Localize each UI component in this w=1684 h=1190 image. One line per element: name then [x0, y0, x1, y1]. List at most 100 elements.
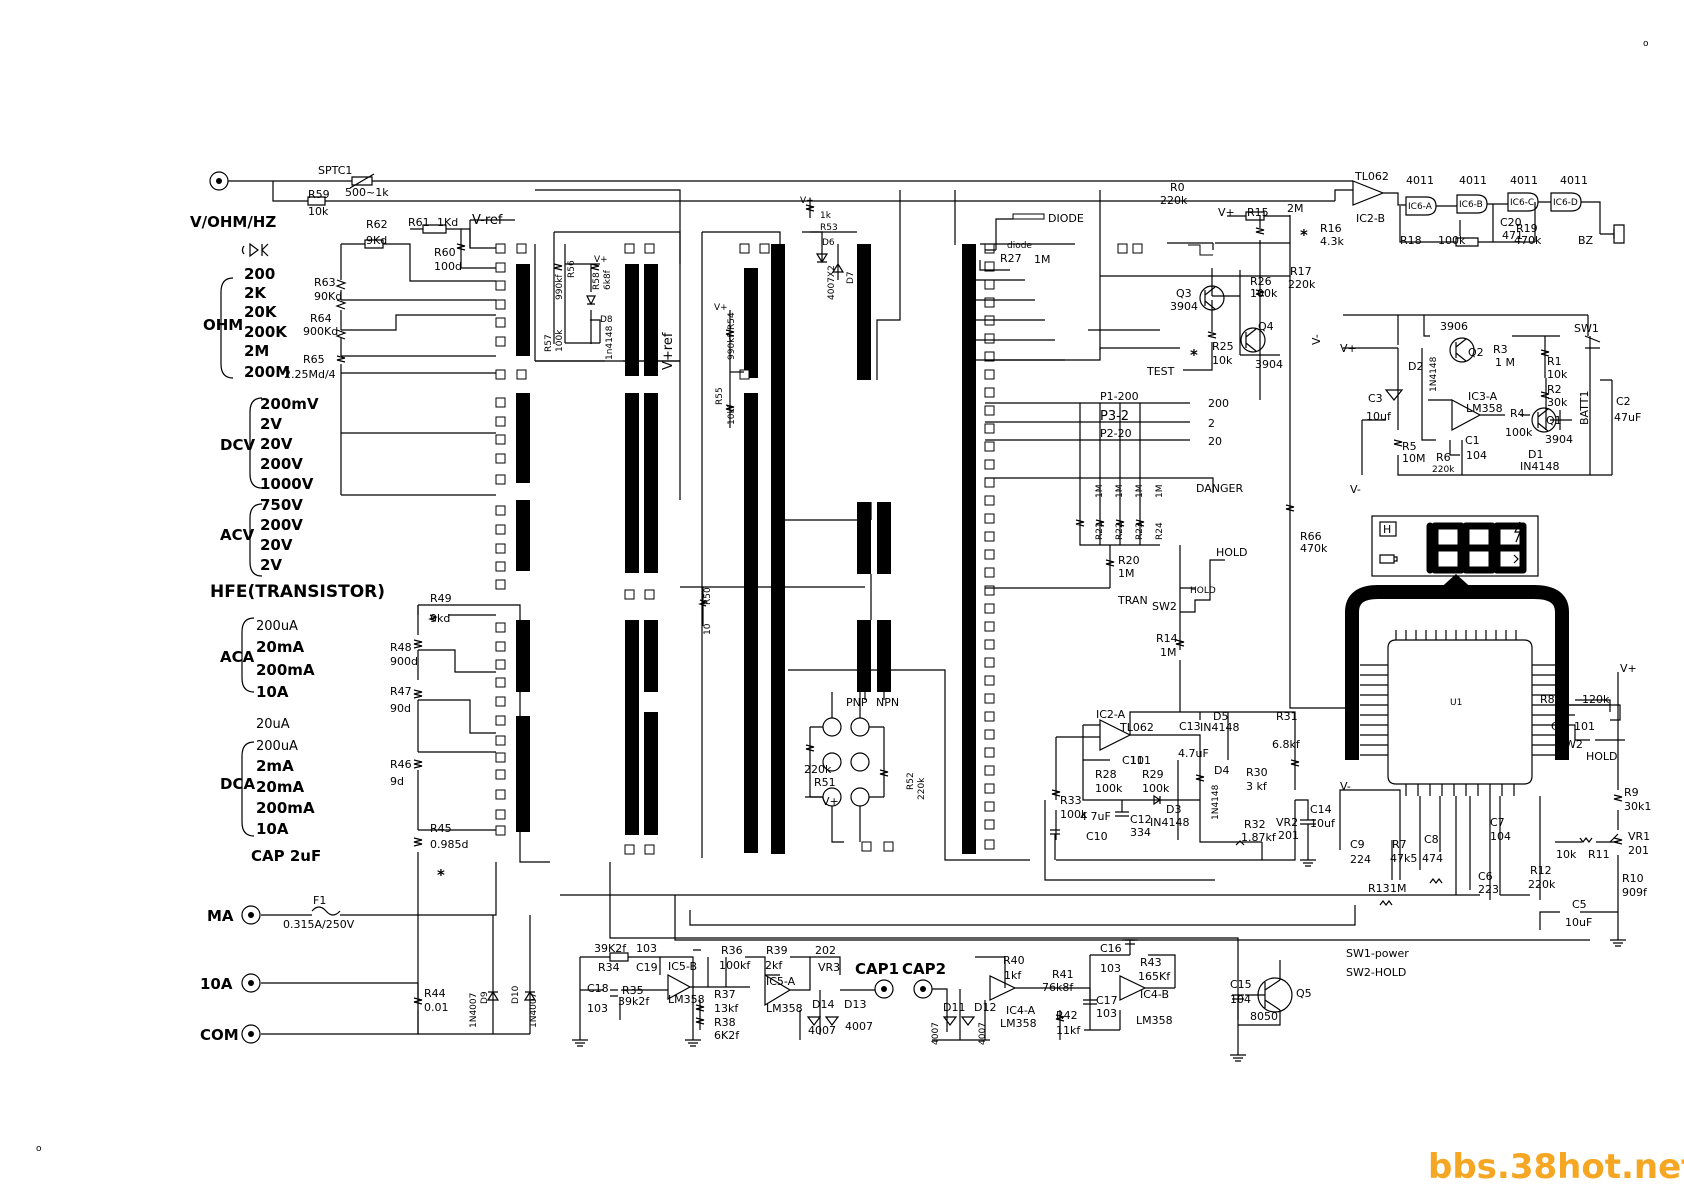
switch-pad — [624, 589, 635, 600]
svg-text:220k: 220k — [917, 777, 927, 800]
switch-pad — [984, 261, 995, 272]
svg-text:R2: R2 — [1547, 383, 1562, 396]
svg-text:4007: 4007 — [845, 1020, 873, 1033]
svg-text:H: H — [1383, 523, 1391, 536]
svg-text:C18: C18 — [587, 982, 609, 995]
svg-text:500~1k: 500~1k — [345, 186, 389, 199]
switch-pad — [495, 280, 506, 291]
svg-text:DIODE: DIODE — [1048, 212, 1084, 225]
switch-pad — [495, 752, 506, 763]
svg-text:C16: C16 — [1100, 942, 1122, 955]
switch-pad — [984, 657, 995, 668]
svg-text:R26: R26 — [1250, 275, 1272, 288]
svg-text:103: 103 — [1096, 1007, 1117, 1020]
svg-text:IC5-B: IC5-B — [668, 960, 697, 973]
svg-text:4011: 4011 — [1560, 174, 1588, 187]
terminal-cap1[interactable] — [874, 979, 894, 999]
switch-pad — [495, 809, 506, 820]
svg-text:6K2f: 6K2f — [714, 1029, 740, 1042]
svg-text:4 7uF: 4 7uF — [1080, 810, 1111, 823]
svg-text:2.25Md/4: 2.25Md/4 — [284, 368, 336, 381]
ohm-range-group: OHM 200 2K 20K 200K 2M 200M — [203, 265, 290, 381]
svg-text:202: 202 — [815, 944, 836, 957]
svg-text:V+: V+ — [822, 795, 839, 808]
svg-text:D4: D4 — [1214, 764, 1229, 777]
svg-text:103: 103 — [587, 1002, 608, 1015]
svg-text:C14: C14 — [1310, 803, 1332, 816]
svg-text:3904: 3904 — [1255, 358, 1283, 371]
svg-text:R16: R16 — [1320, 222, 1342, 235]
cap-range-label: CAP 2uF — [251, 847, 321, 865]
svg-text:900Kd: 900Kd — [303, 325, 338, 338]
switch-pad — [984, 839, 995, 850]
terminal-10a[interactable] — [241, 973, 261, 993]
switch-pad — [984, 549, 995, 560]
svg-text:Q5: Q5 — [1296, 987, 1312, 1000]
terminal-cap2[interactable] — [913, 979, 933, 999]
svg-text:R7: R7 — [1392, 838, 1407, 851]
switch-pad — [984, 387, 995, 398]
terminal-com[interactable] — [241, 1024, 261, 1044]
svg-text:D14: D14 — [812, 998, 834, 1011]
svg-text:1N4007: 1N4007 — [469, 993, 479, 1028]
svg-text:HOLD: HOLD — [1216, 546, 1248, 559]
svg-text:100d: 100d — [434, 260, 462, 273]
svg-text:101: 101 — [1574, 720, 1595, 733]
svg-text:10A: 10A — [256, 683, 289, 701]
svg-text:R34: R34 — [598, 961, 620, 974]
svg-text:20: 20 — [1208, 435, 1222, 448]
terminal-ma-label: MA — [207, 907, 234, 925]
svg-text:P2-20: P2-20 — [1100, 427, 1132, 440]
svg-text:103: 103 — [636, 942, 657, 955]
switch-wiring — [534, 189, 1075, 861]
svg-text:R14: R14 — [1156, 632, 1178, 645]
watermark: bbs.38hot.net — [1428, 1147, 1684, 1187]
svg-text:R56: R56 — [567, 260, 577, 278]
hfe-socket[interactable] — [805, 692, 889, 843]
svg-text:SW1-power: SW1-power — [1346, 947, 1409, 960]
svg-text:90Kd: 90Kd — [314, 290, 342, 303]
svg-text:IC5-A: IC5-A — [766, 975, 796, 988]
svg-text:U1: U1 — [1450, 698, 1462, 708]
svg-text:900d: 900d — [390, 655, 418, 668]
ohm-range-200k: 200K — [244, 323, 288, 341]
svg-text:R17: R17 — [1290, 265, 1312, 278]
svg-text:DANGER: DANGER — [1196, 482, 1244, 495]
svg-text:R36: R36 — [721, 944, 743, 957]
svg-text:SW1: SW1 — [1574, 322, 1599, 335]
svg-text:30k: 30k — [1547, 396, 1568, 409]
switch-pad — [984, 279, 995, 290]
svg-text:11kf: 11kf — [1056, 1024, 1081, 1037]
svg-text:V+: V+ — [594, 255, 608, 265]
ohm-range-200m: 200M — [244, 363, 290, 381]
svg-text:1M: 1M — [1135, 485, 1145, 499]
terminal-ma[interactable] — [241, 905, 261, 925]
svg-text:10k: 10k — [1547, 368, 1568, 381]
svg-text:39K2f: 39K2f — [594, 942, 627, 955]
svg-text:4007: 4007 — [931, 1022, 941, 1045]
terminal-cap1-label: CAP1 — [855, 960, 899, 978]
switch-pad — [495, 397, 506, 408]
switch-pad — [495, 622, 506, 633]
terminal-vohmhz[interactable] — [209, 171, 229, 191]
svg-text:HOLD: HOLD — [1586, 750, 1618, 763]
svg-text:1M: 1M — [1095, 485, 1105, 499]
svg-text:C10: C10 — [1086, 830, 1108, 843]
svg-text:IN4148: IN4148 — [1520, 460, 1559, 473]
svg-text:P1-200: P1-200 — [1100, 390, 1139, 403]
svg-text:104: 104 — [1230, 993, 1251, 1006]
switch-pad — [644, 243, 655, 254]
svg-text:IC2-A: IC2-A — [1096, 708, 1126, 721]
svg-text:10uF: 10uF — [1565, 916, 1592, 929]
svg-text:101: 101 — [1130, 754, 1151, 767]
svg-text:2kf: 2kf — [765, 959, 783, 972]
switch-pad — [984, 603, 995, 614]
svg-text:R52: R52 — [906, 772, 916, 790]
svg-text:R45: R45 — [430, 822, 452, 835]
svg-text:IC6-C: IC6-C — [1510, 198, 1534, 208]
power-section — [1343, 314, 1613, 476]
svg-text:IC6-D: IC6-D — [1553, 198, 1578, 208]
svg-text:1k: 1k — [820, 211, 832, 221]
svg-text:1N4148: 1N4148 — [1211, 784, 1221, 820]
svg-text:104: 104 — [1490, 830, 1511, 843]
